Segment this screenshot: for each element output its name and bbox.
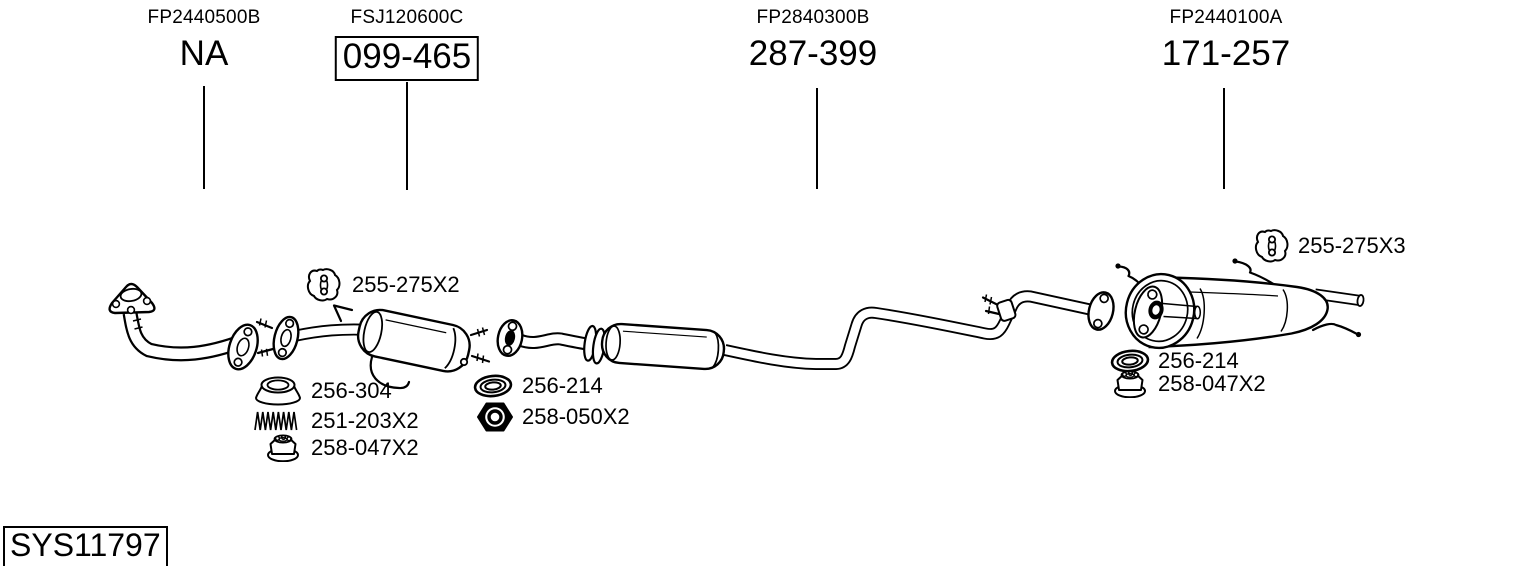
part-callout: 256-214 — [1109, 348, 1239, 374]
assembly-label-front-pipe: FP2440500B NA — [148, 7, 261, 73]
oe-reference-code: FP2440500B — [147, 7, 261, 28]
flange-nut-icon — [267, 434, 299, 462]
part-number-link[interactable]: 256-304 — [311, 378, 392, 403]
part-number-link[interactable]: 258-047X2 — [311, 435, 419, 460]
part-number-link[interactable]: 256-214 — [1158, 348, 1239, 373]
part-callout: 255-275X3 — [1254, 229, 1406, 263]
mid-silencer-drawing — [255, 304, 491, 390]
gasket-cone-icon — [254, 376, 302, 406]
assembly-label-center-muffler: FP2840300B 287-399 — [749, 7, 877, 73]
oe-reference-code: FSJ120600C — [350, 7, 464, 28]
part-number-link-selected[interactable]: 099-465 — [334, 35, 480, 81]
part-callout: 258-047X2 — [266, 434, 419, 462]
leader-lines — [203, 82, 1225, 190]
part-callout: 258-047X2 — [1113, 370, 1266, 398]
part-number-link[interactable]: 255-275X3 — [1298, 233, 1406, 258]
hanger-icon — [306, 268, 341, 302]
center-assembly-drawing — [496, 290, 1115, 371]
part-number-link[interactable]: 255-275X2 — [352, 272, 460, 297]
part-callout: 251-203X2 — [252, 408, 419, 434]
part-callout: 256-304 — [254, 376, 392, 406]
hanger-icon — [1254, 229, 1289, 263]
flange-nut-icon — [1114, 370, 1146, 398]
part-callout: 255-275X2 — [306, 268, 460, 302]
system-code-badge: SYS11797 — [3, 526, 168, 566]
rear-muffler-drawing — [1115, 258, 1365, 350]
gasket-ring-icon — [473, 374, 513, 398]
front-pipe-drawing — [108, 282, 259, 371]
part-number-link[interactable]: 258-050X2 — [522, 404, 630, 429]
part-number-link[interactable]: 258-047X2 — [1158, 371, 1266, 396]
assembly-label-mid-silencer: FSJ120600C 099-465 — [334, 7, 480, 81]
oe-reference-code: FP2840300B — [756, 7, 870, 28]
part-number-link[interactable]: 251-203X2 — [311, 408, 419, 433]
part-number-link[interactable]: 171-257 — [1161, 33, 1291, 73]
part-callout: 258-050X2 — [476, 401, 630, 433]
assembly-label-rear-muffler: FP2440100A 171-257 — [1162, 7, 1290, 73]
hex-nut-icon — [477, 402, 513, 432]
spring-icon — [254, 411, 298, 431]
gasket-ring-icon — [1110, 349, 1150, 373]
part-callout: 256-214 — [472, 373, 603, 399]
part-number-link[interactable]: 287-399 — [748, 33, 878, 73]
part-number-link[interactable]: 256-214 — [522, 373, 603, 398]
oe-reference-code: FP2440100A — [1169, 7, 1283, 28]
part-number-link[interactable]: NA — [179, 33, 229, 73]
